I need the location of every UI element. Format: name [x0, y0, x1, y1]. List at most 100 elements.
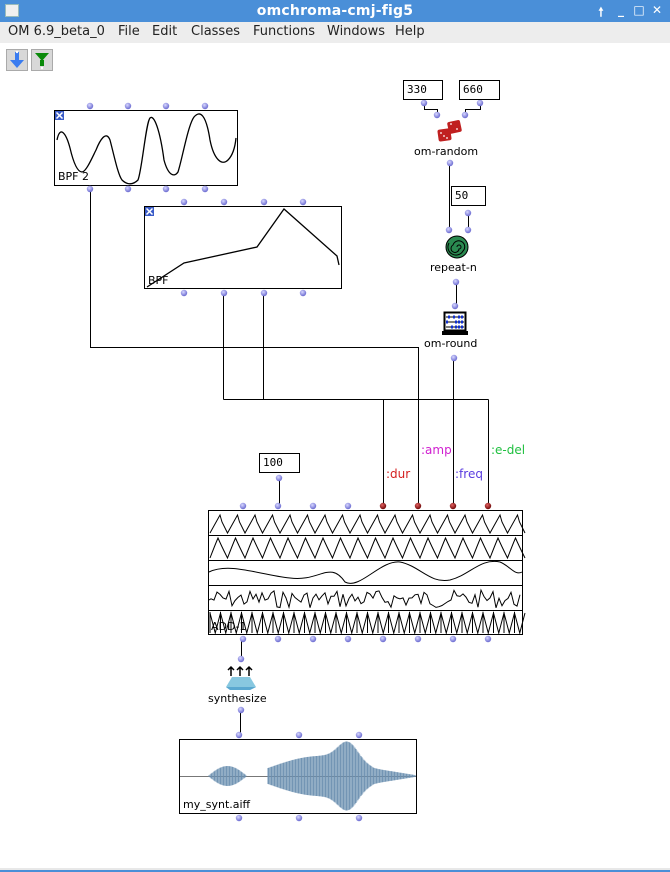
minimize-icon[interactable]: _ [618, 3, 624, 17]
bpf-outlet[interactable] [260, 289, 268, 297]
synthesize-icon [226, 665, 256, 690]
synthesize-outlet[interactable] [237, 706, 245, 714]
bpf2-label: BPF 2 [58, 170, 90, 183]
keyword-dur: :dur [386, 467, 411, 481]
repeat-n-inlet[interactable] [464, 226, 472, 234]
maximize-icon[interactable]: □ [633, 3, 645, 17]
add1-inlet[interactable] [239, 502, 247, 510]
menu-functions[interactable]: Functions [253, 24, 316, 39]
om-round-label[interactable]: om-round [424, 337, 478, 350]
bpf-inlet[interactable] [180, 198, 188, 206]
bpf-outlet[interactable] [220, 289, 228, 297]
menu-classes[interactable]: Classes [191, 24, 240, 39]
sound-outlet[interactable] [295, 814, 303, 822]
number-box-50[interactable]: 50 [451, 186, 486, 206]
bpf2-outlet[interactable] [86, 185, 94, 193]
bpf2-outlet[interactable] [162, 185, 170, 193]
add1-outlet[interactable] [309, 635, 317, 643]
sound-inlet[interactable] [295, 731, 303, 739]
menu-windows[interactable]: Windows [327, 24, 386, 39]
add1-outlet[interactable] [484, 635, 492, 643]
bpf2-outlet[interactable] [124, 185, 132, 193]
sound-label: my_synt.aiff [183, 798, 251, 811]
bpf-outlet[interactable] [180, 289, 188, 297]
menu-edit[interactable]: Edit [152, 24, 178, 39]
keyword-e-del: :e-del [491, 443, 526, 457]
add1-box[interactable] [208, 510, 526, 635]
bpf2-inlet[interactable] [124, 102, 132, 110]
bpf-outlet[interactable] [299, 289, 307, 297]
add1-keyword-inlet[interactable] [379, 502, 387, 510]
num330-outlet[interactable] [420, 99, 428, 107]
sound-inlet[interactable] [235, 731, 243, 739]
bpf-box[interactable] [144, 206, 342, 289]
bpf2-inlet[interactable] [86, 102, 94, 110]
arrow-down-green-icon [35, 53, 49, 70]
number-box-330[interactable]: 330 [403, 80, 443, 100]
sound-outlet[interactable] [235, 814, 243, 822]
add1-keyword-inlet[interactable] [449, 502, 457, 510]
number-box-660[interactable]: 660 [459, 80, 500, 100]
num100-outlet[interactable] [275, 474, 283, 482]
add1-row-3-wave [208, 560, 523, 584]
repeat-n-label[interactable]: repeat-n [430, 261, 477, 274]
add1-keyword-inlet[interactable] [484, 502, 492, 510]
bpf2-inlet[interactable] [201, 102, 209, 110]
add1-outlet[interactable] [239, 635, 247, 643]
menu-bar: OM 6.9_beta_0 File Edit Classes Function… [0, 22, 670, 43]
om-random-inlet[interactable] [461, 111, 469, 119]
num660-outlet[interactable] [476, 99, 484, 107]
sound-outlet[interactable] [355, 814, 363, 822]
bpf2-curve [56, 113, 237, 185]
add1-row-5-bars [209, 612, 515, 633]
title-bar: omchroma-cmj-fig5 🠕 _ □ ✕ [0, 0, 670, 22]
add1-outlet[interactable] [414, 635, 422, 643]
add1-inlet[interactable] [274, 502, 282, 510]
num50-outlet[interactable] [464, 209, 472, 217]
add1-outlet[interactable] [274, 635, 282, 643]
bpf-inlet[interactable] [260, 198, 268, 206]
menu-om[interactable]: OM 6.9_beta_0 [8, 24, 105, 39]
add1-label: ADD-1 [211, 620, 247, 633]
repeat-n-inlet[interactable] [445, 226, 453, 234]
number-box-100[interactable]: 100 [259, 453, 300, 473]
bpf2-box[interactable] [54, 110, 238, 186]
bpf-inlet[interactable] [299, 198, 307, 206]
bpf-label: BPF [148, 274, 169, 287]
synthesize-inlet[interactable] [237, 655, 245, 663]
window-icon[interactable] [5, 4, 19, 17]
add1-outlet[interactable] [344, 635, 352, 643]
sound-box[interactable] [179, 739, 417, 814]
add1-outlet[interactable] [379, 635, 387, 643]
add1-inlet[interactable] [309, 502, 317, 510]
bpf2-outlet[interactable] [201, 185, 209, 193]
bpf-curve [146, 208, 340, 288]
add1-keyword-inlet[interactable] [414, 502, 422, 510]
sound-inlet[interactable] [355, 731, 363, 739]
om-random-outlet[interactable] [446, 159, 454, 167]
repeat-n-outlet[interactable] [452, 278, 460, 286]
menu-help[interactable]: Help [395, 24, 425, 39]
synthesize-label[interactable]: synthesize [208, 692, 267, 705]
add1-outlet[interactable] [449, 635, 457, 643]
keep-above-icon[interactable]: 🠕 [598, 5, 604, 19]
dice-icon [437, 120, 462, 142]
om-round-outlet[interactable] [450, 354, 458, 362]
menu-file[interactable]: File [118, 24, 140, 39]
export-button[interactable] [31, 49, 53, 71]
close-icon[interactable]: ✕ [651, 3, 663, 17]
add1-inlet[interactable] [344, 502, 352, 510]
window-title: omchroma-cmj-fig5 [256, 3, 414, 19]
bpf-inlet[interactable] [220, 198, 228, 206]
bpf2-inlet[interactable] [162, 102, 170, 110]
window-bottom-border [0, 868, 670, 872]
om-random-label[interactable]: om-random [414, 145, 479, 158]
keyword-freq: :freq [455, 467, 483, 481]
abacus-icon [442, 311, 468, 335]
connection-bpf2-amp [90, 191, 419, 507]
import-button[interactable] [6, 49, 28, 71]
connections [90, 104, 489, 735]
om-round-inlet[interactable] [451, 302, 459, 310]
om-random-inlet[interactable] [433, 111, 441, 119]
